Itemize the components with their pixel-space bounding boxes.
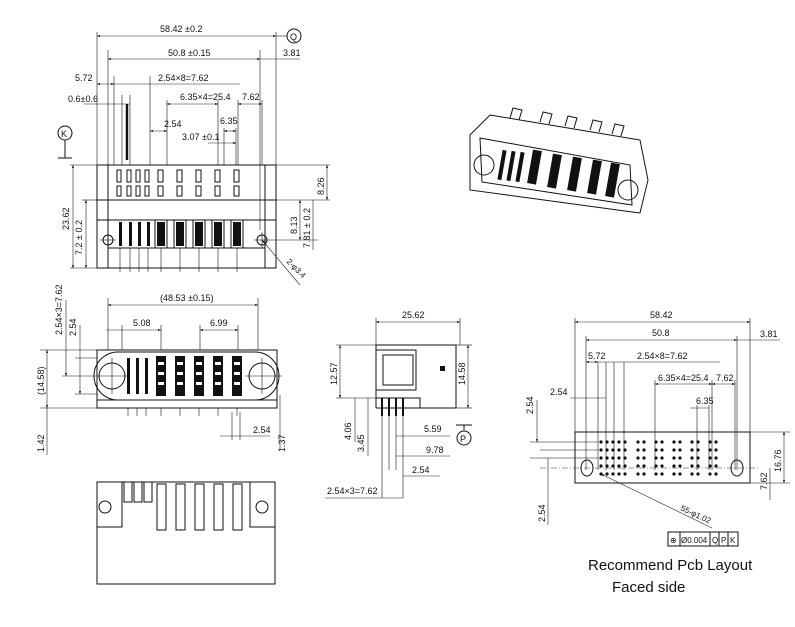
dim-height-lower: 7.2 ± 0.2 — [74, 220, 84, 255]
dim-side-total: 14.58 — [457, 362, 467, 385]
frame-tolerance: Ø0.004 — [681, 536, 708, 545]
dim-leg-c: 5.59 — [424, 424, 442, 434]
dim-power-gap: 7.62 — [242, 92, 260, 102]
dim-side-overall: 25.62 — [402, 310, 425, 320]
dim-edge-offset: 3.81 — [283, 48, 301, 58]
dim-pcb-edge-offset: 3.81 — [760, 329, 778, 339]
dim-pcb-height: 16.76 — [773, 449, 783, 472]
datum-k-label: K — [61, 129, 67, 139]
dim-leg-e: 2.54 — [412, 465, 430, 475]
dim-hole-offset: 7.81 ± 0.2 — [302, 208, 312, 248]
dim-hole-diameter: 2-φ3.4 — [285, 257, 308, 280]
datum-q-label: Q — [290, 32, 297, 42]
dim-side-upper: 12.57 — [329, 362, 339, 385]
dim-power-pitch: 6.35×4=25.4 — [180, 92, 231, 102]
dim-signal-pitch: 2.54×8=7.62 — [158, 73, 209, 83]
dim-front-pin-pitch: 2.54 — [68, 318, 78, 336]
frame-position-symbol: ⊕ — [670, 536, 677, 545]
dim-front-height: (14.58) — [36, 366, 46, 395]
dim-body-height: 23.62 — [61, 207, 71, 230]
dim-pcb-pitch-span: 50.8 — [652, 328, 670, 338]
datum-p-label: P — [460, 434, 466, 444]
dim-leg-d: 9.78 — [426, 445, 444, 455]
dim-pitch-span: 50.8 ±0.15 — [168, 48, 210, 58]
dim-leg-a: 4.06 — [343, 422, 353, 440]
pcb-layout-view: 58.42 50.8 3.81 5.72 2.54×8=7.62 2.54 6.… — [525, 310, 790, 596]
pcb-caption-subtitle: Faced side — [612, 579, 685, 596]
dim-pin-step: 6.35 — [220, 116, 238, 126]
dim-pitch-vertical: 2.54×3=7.62 — [54, 284, 64, 335]
dim-side-pitch: 2.54×3=7.62 — [327, 486, 378, 496]
dim-pcb-power-pitch: 6.35×4=25.4 — [658, 373, 709, 383]
dim-slot-width: 0.6±0.6 — [68, 94, 98, 104]
dim-inner-width: (48.53 ±0.15) — [160, 293, 213, 303]
front-view: (48.53 ±0.15) 5.08 6.99 — [36, 284, 287, 585]
dim-leg-b: 3.45 — [356, 434, 366, 452]
dim-upper-height: 8.26 — [316, 177, 326, 195]
dim-foot: 1.42 — [36, 434, 46, 452]
dim-pcb-v-pitch: 2.54 — [525, 396, 535, 414]
frame-datum-q: Q — [712, 536, 718, 545]
dim-pcb-pin-step: 6.35 — [696, 396, 714, 406]
dim-signal-offset: 5.72 — [75, 73, 93, 83]
dim-pcb-signal-offset: 5.72 — [588, 351, 606, 361]
dim-foot-right: 1.37 — [277, 434, 287, 452]
dim-pcb-left-pitch: 2.54 — [550, 387, 568, 397]
dim-left-offset: 5.08 — [133, 318, 151, 328]
dim-pin-pitch: 2.54 — [164, 119, 182, 129]
isometric-view — [469, 107, 649, 214]
dim-pcb-power-gap: 7.62 — [716, 373, 734, 383]
dim-pcb-signal-pitch: 2.54×8=7.62 — [637, 351, 688, 361]
dim-pcb-row-offset: 7.62 — [759, 472, 769, 490]
dim-pcb-overall: 58.42 — [650, 310, 673, 320]
dim-pin-offset: 3.07 ±0.1 — [182, 132, 219, 142]
pcb-caption-title: Recommend Pcb Layout — [588, 557, 753, 574]
frame-datum-p: P — [721, 536, 726, 545]
dim-pin-span: 2.54 — [253, 425, 271, 435]
dim-overall-width: 58.42 ±0.2 — [160, 24, 202, 34]
tolerance-frame: ⊕ Ø0.004 Q P K — [667, 531, 739, 547]
dim-right-offset: 6.99 — [210, 318, 228, 328]
dim-lower-height: 8.13 — [289, 216, 299, 234]
frame-datum-k: K — [730, 536, 736, 545]
top-view: 58.42 ±0.2 50.8 ±0.15 3.81 5.72 2.54×8=7… — [57, 24, 330, 286]
dim-pcb-bottom-pitch: 2.54 — [537, 504, 547, 522]
side-view: 25.62 12.57 14.58 4.06 3.45 — [325, 310, 472, 499]
